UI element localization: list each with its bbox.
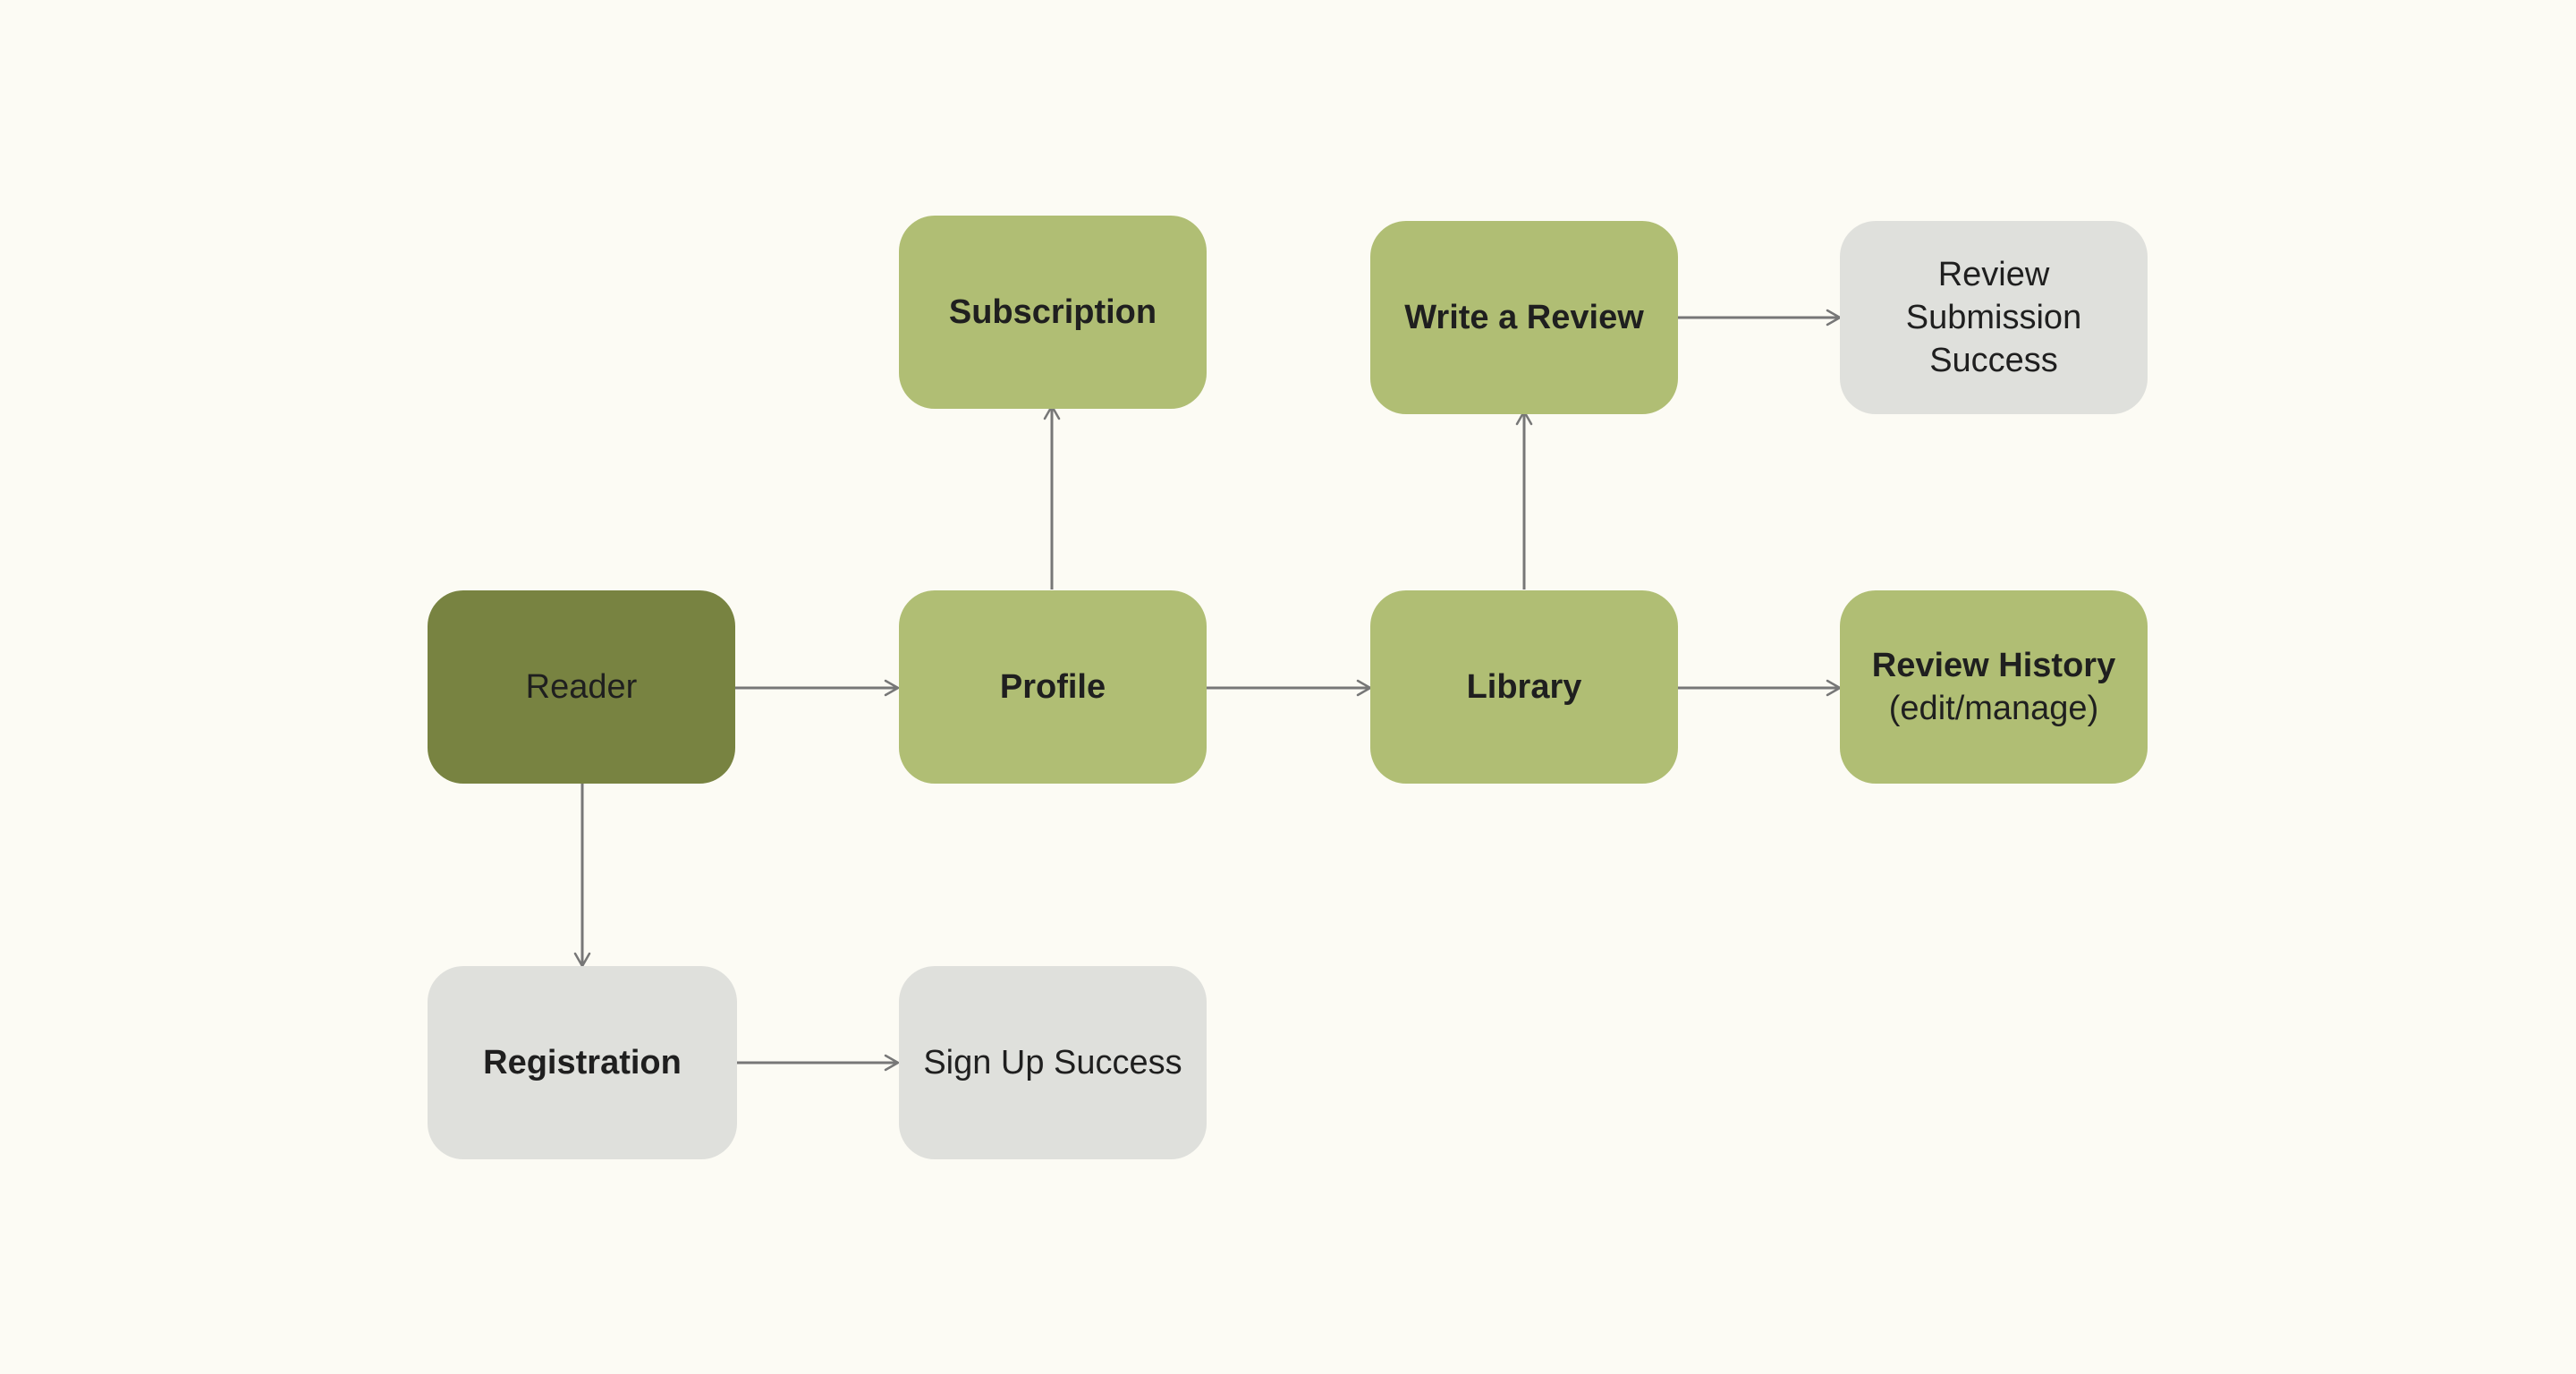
- node-review-history-subtitle: (edit/manage): [1888, 690, 2099, 727]
- node-sign-up-success[interactable]: Sign Up Success: [899, 966, 1207, 1159]
- node-review-success-line-1: Review: [1937, 256, 2050, 293]
- node-profile-label: Profile: [999, 668, 1106, 706]
- node-review-success-line-3: Success: [1929, 342, 2058, 379]
- node-review-history[interactable]: Review History (edit/manage): [1840, 590, 2148, 784]
- node-write-review-label: Write a Review: [1404, 299, 1644, 336]
- node-review-success-line-2: Submission: [1905, 299, 2082, 336]
- node-reader[interactable]: Reader: [428, 590, 735, 784]
- node-registration[interactable]: Registration: [428, 966, 737, 1159]
- node-library-label: Library: [1466, 668, 1582, 706]
- node-write-review[interactable]: Write a Review: [1370, 221, 1678, 414]
- node-review-history-title: Review History: [1871, 647, 2116, 684]
- node-profile[interactable]: Profile: [899, 590, 1207, 784]
- node-library[interactable]: Library: [1370, 590, 1678, 784]
- node-review-submission-success[interactable]: Review Submission Success: [1840, 221, 2148, 414]
- node-subscription-label: Subscription: [948, 293, 1157, 331]
- node-subscription[interactable]: Subscription: [899, 216, 1207, 409]
- node-sign-up-success-label: Sign Up Success: [923, 1044, 1182, 1081]
- node-registration-label: Registration: [483, 1044, 682, 1081]
- node-reader-label: Reader: [525, 668, 638, 706]
